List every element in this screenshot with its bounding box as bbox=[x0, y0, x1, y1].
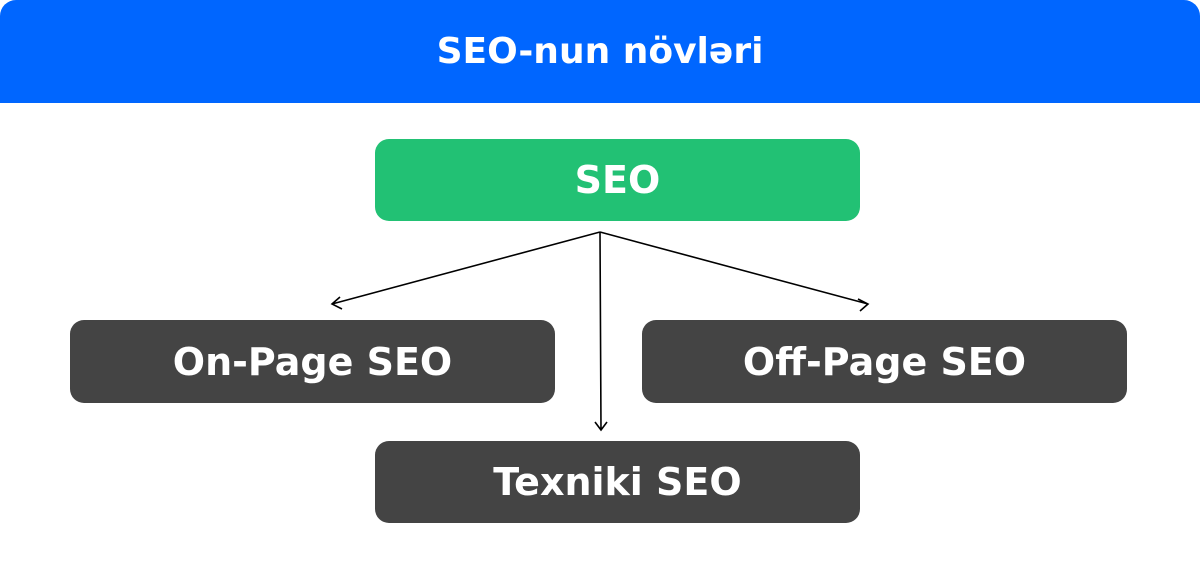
node-off-page-seo: Off-Page SEO bbox=[642, 320, 1127, 403]
arrow-to-off-page bbox=[599, 231, 870, 312]
node-seo: SEO bbox=[375, 139, 860, 221]
arrow-to-on-page bbox=[330, 231, 601, 310]
node-texniki-seo: Texniki SEO bbox=[375, 441, 860, 523]
diagram-title: SEO-nun növləri bbox=[0, 0, 1200, 103]
arrow-to-texniki bbox=[594, 231, 608, 432]
node-on-page-seo: On-Page SEO bbox=[70, 320, 555, 403]
